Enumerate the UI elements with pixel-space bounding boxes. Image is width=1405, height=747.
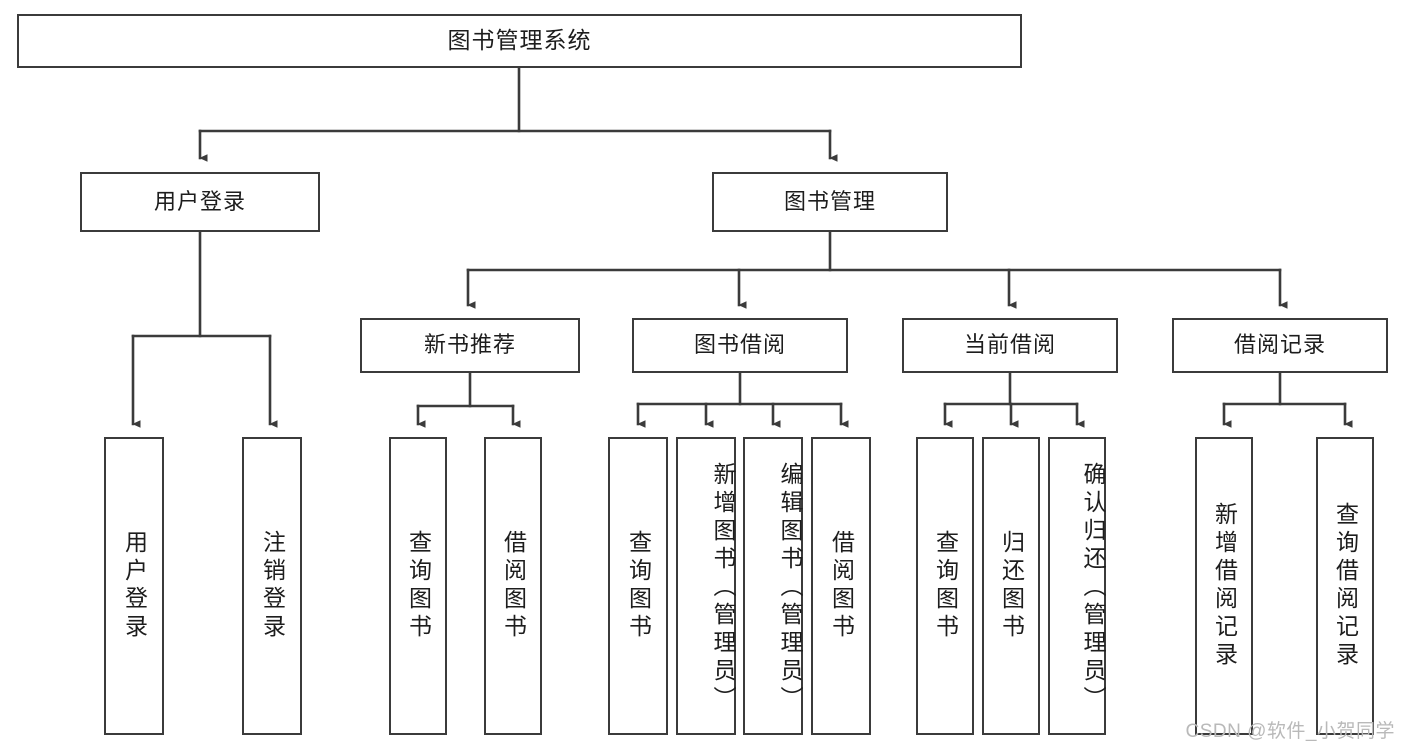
node-leaf-edit-book-admin[interactable]: 编辑图书（管理员） bbox=[743, 437, 803, 735]
node-user-login[interactable]: 用户登录 bbox=[80, 172, 320, 232]
node-root-system[interactable]: 图书管理系统 bbox=[17, 14, 1022, 68]
node-leaf-query-borrow-record[interactable]: 查询借阅记录 bbox=[1316, 437, 1374, 735]
node-leaf-borrow-book-2[interactable]: 借阅图书 bbox=[811, 437, 871, 735]
node-new-book-recommend[interactable]: 新书推荐 bbox=[360, 318, 580, 373]
node-leaf-user-login[interactable]: 用户登录 bbox=[104, 437, 164, 735]
node-leaf-add-borrow-record[interactable]: 新增借阅记录 bbox=[1195, 437, 1253, 735]
node-book-borrow[interactable]: 图书借阅 bbox=[632, 318, 848, 373]
node-leaf-confirm-return-admin[interactable]: 确认归还（管理员） bbox=[1048, 437, 1106, 735]
node-current-borrow[interactable]: 当前借阅 bbox=[902, 318, 1118, 373]
watermark-text: CSDN @软件_小贺同学 bbox=[1185, 721, 1395, 742]
node-leaf-query-book-2[interactable]: 查询图书 bbox=[608, 437, 668, 735]
node-leaf-return-book[interactable]: 归还图书 bbox=[982, 437, 1040, 735]
node-book-manage[interactable]: 图书管理 bbox=[712, 172, 948, 232]
node-leaf-add-book-admin[interactable]: 新增图书（管理员） bbox=[676, 437, 736, 735]
node-leaf-borrow-book-1[interactable]: 借阅图书 bbox=[484, 437, 542, 735]
node-leaf-query-book-1[interactable]: 查询图书 bbox=[389, 437, 447, 735]
node-leaf-query-book-3[interactable]: 查询图书 bbox=[916, 437, 974, 735]
node-borrow-record[interactable]: 借阅记录 bbox=[1172, 318, 1388, 373]
node-leaf-user-logout[interactable]: 注销登录 bbox=[242, 437, 302, 735]
